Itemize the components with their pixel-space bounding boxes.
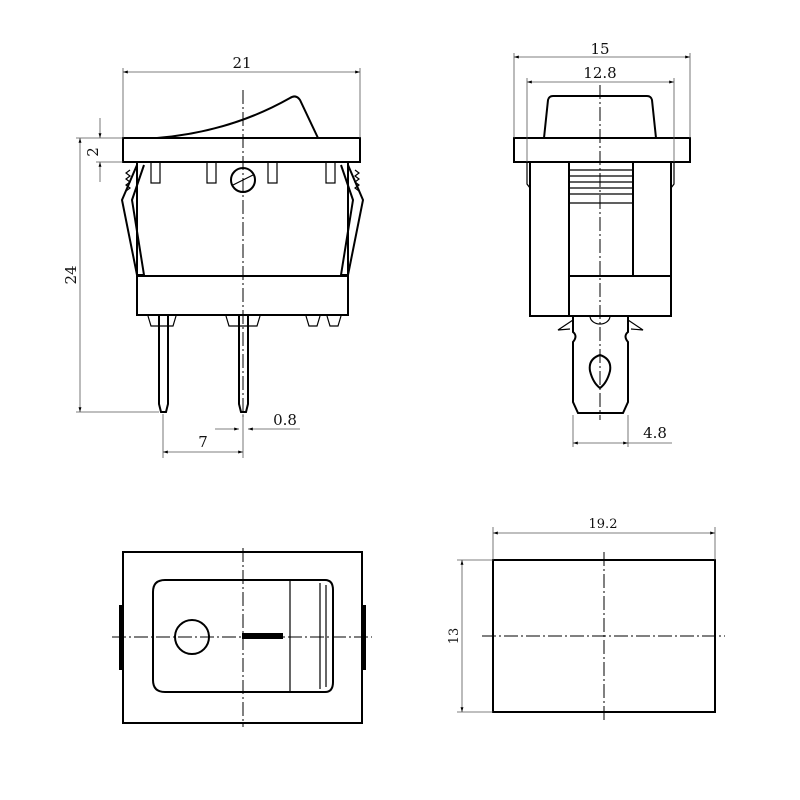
top-rocker: [152, 579, 334, 693]
dim-width-label: 21: [232, 54, 251, 72]
dim-cutout-width-label: 19.2: [589, 517, 618, 532]
pin-left: [158, 316, 169, 413]
right-clip: [339, 164, 365, 276]
dim-height-label: 24: [62, 265, 80, 284]
dim-flange-width-label: 15: [590, 40, 609, 58]
panel-cutout: 19.2 13: [447, 517, 725, 722]
rocker-actuator: [156, 95, 319, 139]
side-view: [513, 85, 691, 420]
side-flange: [513, 137, 691, 163]
dim-terminal-width-label: 4.8: [643, 424, 667, 442]
front-dimensions: 21 2 24 7 0.8: [62, 54, 361, 458]
dim-flange-label: 2: [84, 147, 102, 157]
front-view: [120, 90, 365, 420]
dim-pin-thickness-label: 0.8: [273, 411, 297, 429]
top-view: [112, 548, 372, 727]
pin-center: [238, 316, 249, 413]
side-dimensions: 15 12.8 4.8: [513, 40, 691, 447]
dim-pitch-label: 7: [198, 433, 208, 451]
front-flange: [122, 137, 361, 163]
on-symbol-icon: [242, 633, 283, 639]
side-terminal: [572, 316, 629, 414]
dim-body-width-label: 12.8: [583, 64, 616, 82]
left-clip: [120, 164, 146, 276]
dim-cutout-height-label: 13: [447, 628, 462, 645]
